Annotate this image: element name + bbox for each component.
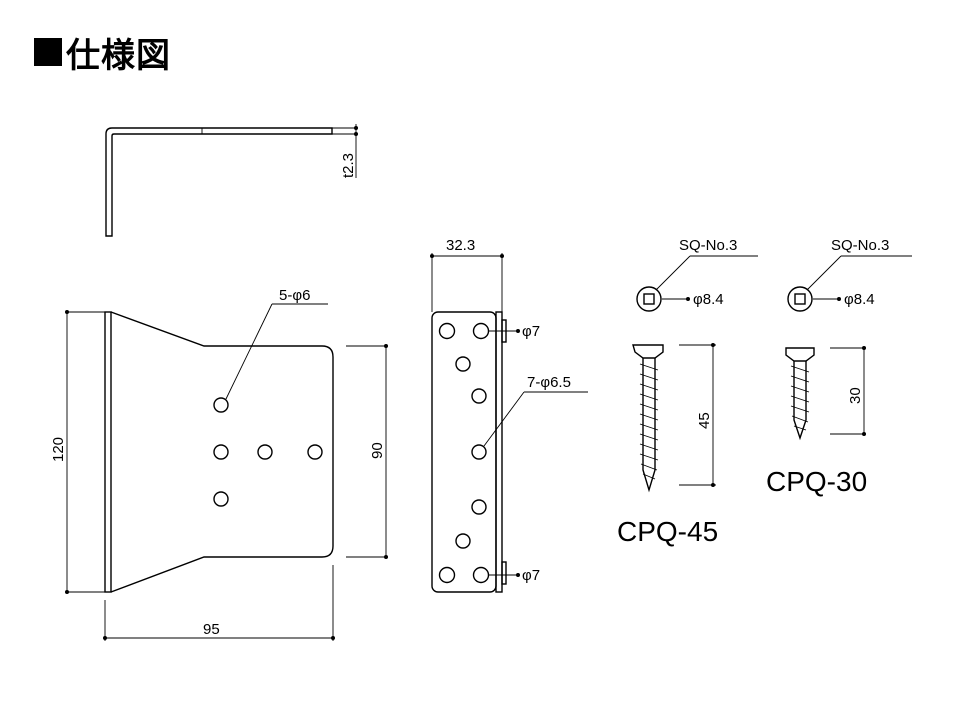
screw-short-diameter-callout: φ8.4 xyxy=(844,291,875,308)
side-hole xyxy=(455,356,471,372)
screw-long-diameter-callout: φ8.4 xyxy=(693,291,724,308)
front-holes-callout: 5-φ6 xyxy=(279,287,310,304)
height-dimension: 120 xyxy=(50,437,67,462)
side-view: φ7 7-φ6.5 φ7 32.3 xyxy=(430,237,588,593)
side-hole-bottom-callout: φ7 xyxy=(522,567,540,584)
page-title-text: 仕様図 xyxy=(66,35,171,76)
side-hole xyxy=(471,444,487,460)
side-hole xyxy=(472,566,490,584)
screw-head-icon xyxy=(636,286,662,312)
side-hole xyxy=(471,499,487,515)
side-width-dimension: 32.3 xyxy=(446,237,475,254)
screw-long-length: 45 xyxy=(696,412,713,429)
front-hole xyxy=(213,397,229,413)
inner-height-dimension: 90 xyxy=(369,442,386,459)
front-hole xyxy=(307,444,323,460)
page-title: 仕様図 xyxy=(34,30,171,76)
screw-short: SQ-No.3 φ8.4 30 CPQ-30 xyxy=(766,237,912,497)
front-hole xyxy=(257,444,273,460)
screw-short-length: 30 xyxy=(847,387,864,404)
screw-head-icon xyxy=(787,286,813,312)
front-hole xyxy=(213,491,229,507)
side-hole xyxy=(455,533,471,549)
side-hole xyxy=(471,388,487,404)
width-dimension: 95 xyxy=(203,621,220,638)
top-view-profile: t2.3 xyxy=(105,124,358,237)
side-holes-middle-callout: 7-φ6.5 xyxy=(527,374,571,391)
side-hole xyxy=(472,322,490,340)
thickness-dimension: t2.3 xyxy=(340,153,357,178)
screw-short-head-callout: SQ-No.3 xyxy=(831,237,889,254)
screw-long: SQ-No.3 φ8.4 45 CPQ-45 xyxy=(617,237,758,547)
side-hole-top-callout: φ7 xyxy=(522,323,540,340)
side-hole xyxy=(438,566,456,584)
front-view: 5-φ6 120 90 95 xyxy=(50,287,388,641)
screw-long-model: CPQ-45 xyxy=(617,516,718,547)
screw-long-head-callout: SQ-No.3 xyxy=(679,237,737,254)
side-hole xyxy=(438,322,456,340)
title-square-icon xyxy=(34,38,62,66)
screw-short-model: CPQ-30 xyxy=(766,466,867,497)
front-hole xyxy=(213,444,229,460)
